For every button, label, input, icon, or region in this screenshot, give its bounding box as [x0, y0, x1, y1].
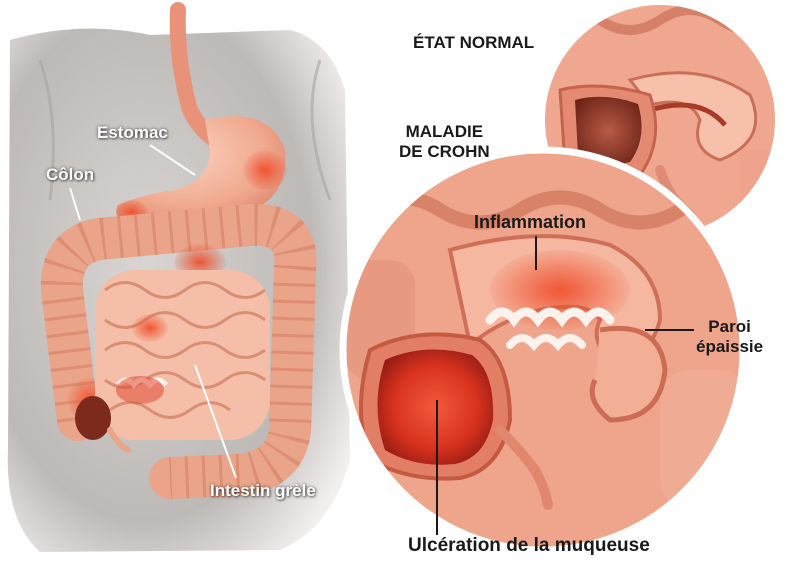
rectum-section — [75, 396, 111, 440]
label-colon: Côlon — [46, 165, 94, 185]
label-maladie-line1: MALADIE — [399, 122, 490, 142]
label-paroi-epaissie: Paroi épaissie — [696, 317, 763, 356]
label-intestin-grele: Intestin grèle — [210, 481, 316, 501]
small-intestine — [95, 270, 270, 440]
ulcerated-mucosa — [378, 350, 494, 465]
label-ulceration: Ulcération de la muqueuse — [408, 535, 650, 557]
label-paroi-line1: Paroi — [696, 317, 763, 337]
stomach-inflammation — [243, 150, 287, 190]
label-paroi-line2: épaissie — [696, 337, 763, 357]
label-estomac: Estomac — [97, 123, 168, 143]
label-maladie-line2: DE CROHN — [399, 142, 490, 162]
label-etat-normal: ÉTAT NORMAL — [413, 33, 534, 53]
label-maladie-de-crohn: MALADIE DE CROHN — [399, 122, 490, 161]
label-inflammation: Inflammation — [474, 212, 586, 233]
